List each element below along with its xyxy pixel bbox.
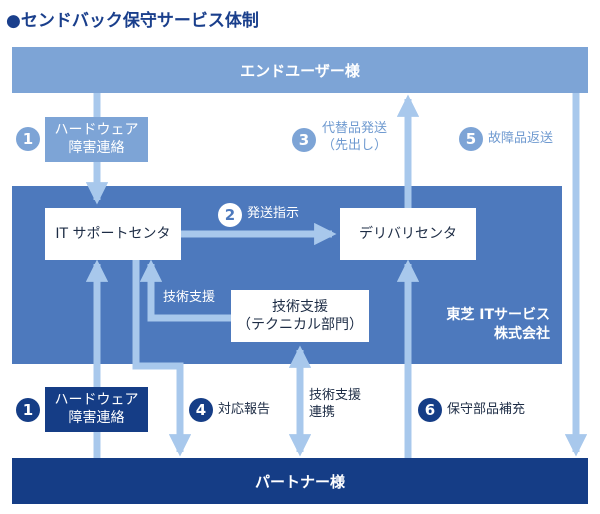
arrow-tech-to-support xyxy=(139,259,231,322)
it-support-center-label: IT サポートセンタ xyxy=(55,225,171,242)
company-name: 東芝 ITサービス 株式会社 xyxy=(400,306,550,344)
end-user-label: エンドユーザー様 xyxy=(240,61,360,80)
tech-support-subtitle: （テクニカル部門） xyxy=(237,317,363,333)
step-3-label: 代替品発送 （先出し） xyxy=(322,121,387,155)
delivery-center-label: デリバリセンタ xyxy=(359,225,457,242)
step-2-label: 発送指示 xyxy=(247,206,300,221)
step-1-line1: ハードウェア xyxy=(54,122,139,138)
step-6-label: 保守部品補充 xyxy=(447,402,526,417)
step-5-label: 故障品返送 xyxy=(488,131,554,146)
step-1-hardware-failure-box: ハードウェア 障害連絡 xyxy=(45,117,148,162)
step-2-badge: 2 xyxy=(218,203,242,227)
step-3-line2: （先出し） xyxy=(322,137,388,153)
company-name-line2: 株式会社 xyxy=(494,325,550,342)
step-5-badge: 5 xyxy=(459,127,483,151)
partner-label: パートナー様 xyxy=(254,472,345,491)
step-1b-line2: 障害連絡 xyxy=(68,409,125,426)
step-1-badge: 1 xyxy=(16,127,40,151)
tech-support-title: 技術支援 xyxy=(272,298,328,315)
end-user-band: エンドユーザー様 xyxy=(12,47,588,93)
step-3-line1: 代替品発送 xyxy=(322,121,388,136)
tech-support-arrow-label: 技術支援 xyxy=(163,290,216,305)
tech-support-dept: 技術支援 （テクニカル部門） xyxy=(231,290,369,342)
step-6-badge: 6 xyxy=(418,398,442,422)
step-1b-badge: 1 xyxy=(16,398,40,422)
tech-coop-label: 技術支援 連携 xyxy=(309,388,361,422)
arrow-support-to-partner xyxy=(132,260,192,457)
step-4-label: 対応報告 xyxy=(218,402,271,417)
step-3-badge: 3 xyxy=(292,128,316,152)
partner-band: パートナー様 xyxy=(12,458,588,504)
step-1b-line1: ハードウェア xyxy=(54,392,139,408)
delivery-center: デリバリセンタ xyxy=(340,208,476,260)
step-4-badge: 4 xyxy=(189,398,213,422)
it-support-center: IT サポートセンタ xyxy=(45,208,181,260)
diagram-title: ●センドバック保守サービス体制 xyxy=(6,11,259,31)
tech-coop-line1: 技術支援 xyxy=(309,388,362,403)
step-1-line2: 障害連絡 xyxy=(68,139,125,156)
company-name-line1: 東芝 ITサービス xyxy=(446,307,550,323)
tech-coop-line2: 連携 xyxy=(309,404,336,420)
step-1b-hardware-failure-box: ハードウェア 障害連絡 xyxy=(45,387,148,432)
